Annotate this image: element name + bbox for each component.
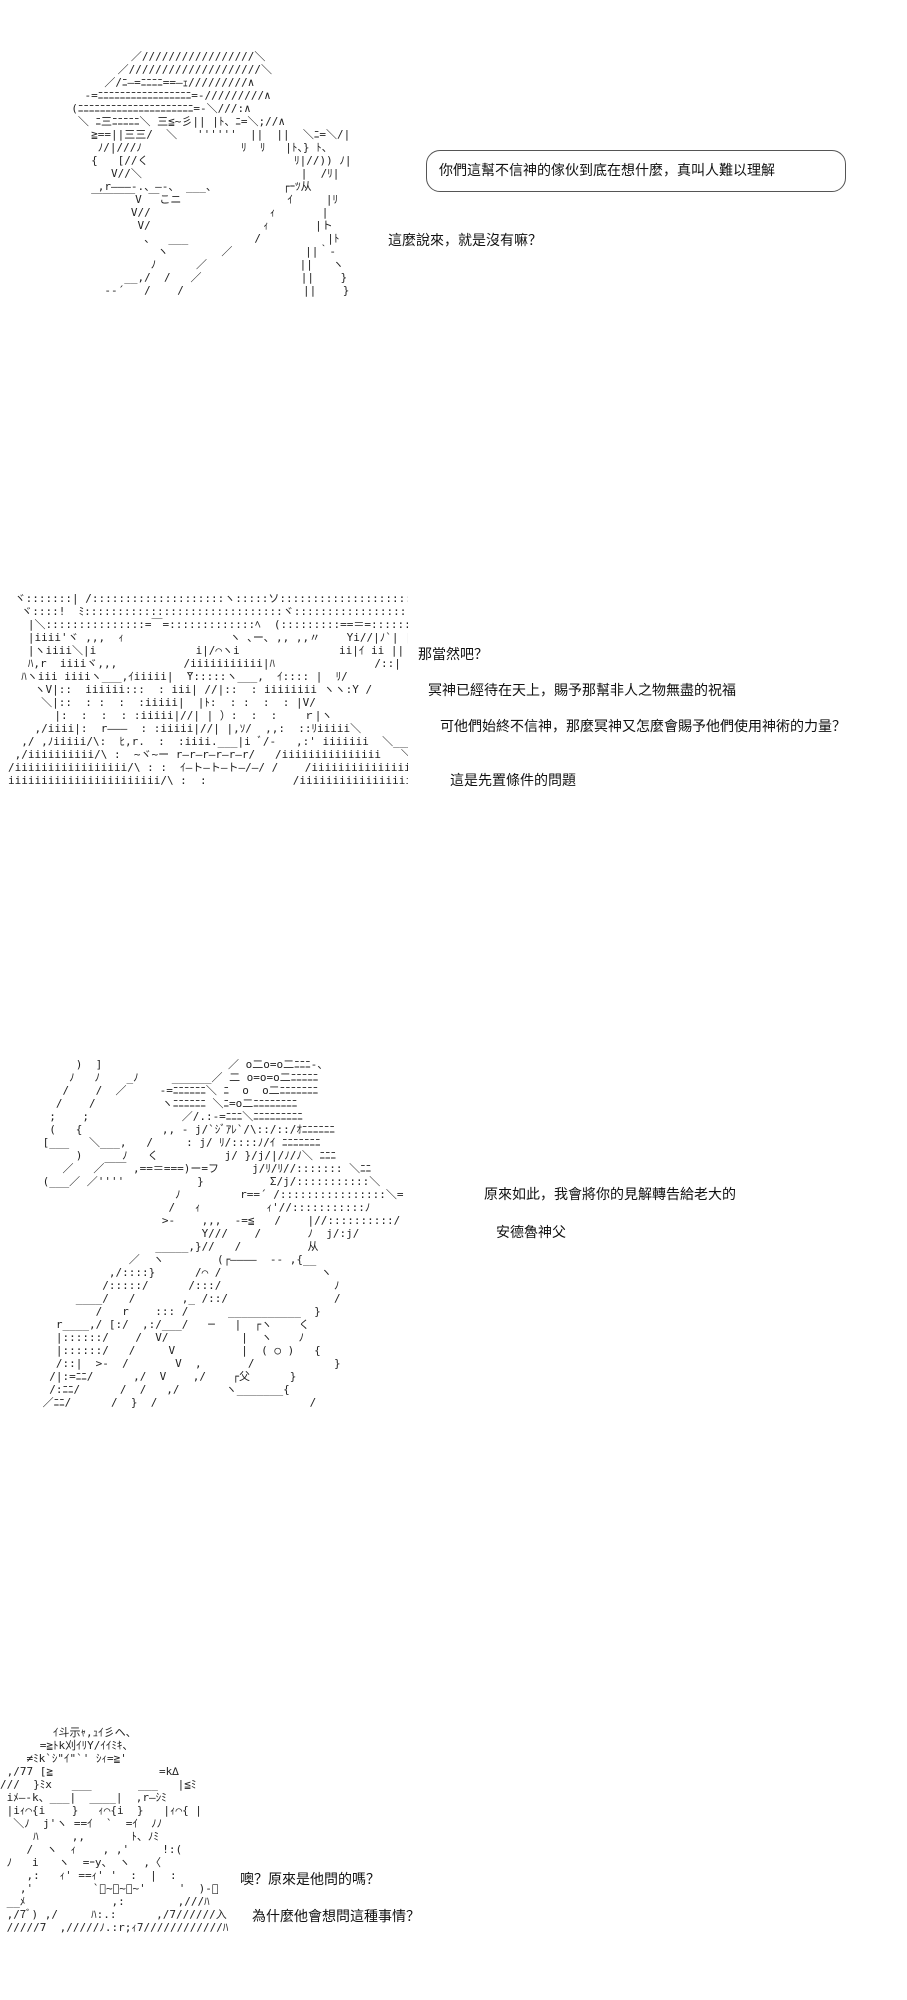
dialogue-line: 為什麼他會想問這種事情？ [252, 1909, 420, 1925]
dialogue-line: 這麼說來，就是沒有嘛？ [388, 233, 542, 249]
dialogue-line: 那當然吧？ [418, 647, 488, 663]
dialogue-line: 冥神已經待在天上，賜予那幫非人之物無盡的祝福 [428, 683, 736, 699]
dialogue-line: 可他們始終不信神，那麼冥神又怎麼會賜予他們使用神術的力量？ [440, 719, 846, 735]
ascii-art-character-1: ／/////////////////＼ ／///////////////////… [71, 50, 352, 297]
bubble-text: 你們這幫不信神的傢伙到底在想什麼，真叫人難以理解 [439, 163, 775, 179]
dialogue-line: 噢？原來是他問的嗎？ [240, 1872, 380, 1888]
ascii-art-character-4: ｲ斗示ｬ,ｭｲ彡ヘ、 =≧ﾄk刈ｲﾘY/ｲｲﾐｷ、 ≠ﾐk`ｼ"ｲ"`' ｼｨ=… [0, 1726, 229, 1934]
dialogue-line: 安德魯神父 [496, 1225, 566, 1241]
speech-bubble: 你們這幫不信神的傢伙到底在想什麼，真叫人難以理解 [426, 150, 846, 192]
dialogue-line: 這是先置條件的問題 [450, 773, 576, 789]
ascii-art-character-2: ヾ:::::::| /::::::::::::::::::::ヽ:::::ソ::… [8, 592, 408, 787]
ascii-art-character-3: ) ] ／ o二o=o二ﾆﾆﾆ-、 ﾉ ﾉ _ﾉ ______／ 二 o=o=o… [42, 1058, 404, 1409]
dialogue-line: 原來如此，我會將你的見解轉告給老大的 [484, 1187, 736, 1203]
